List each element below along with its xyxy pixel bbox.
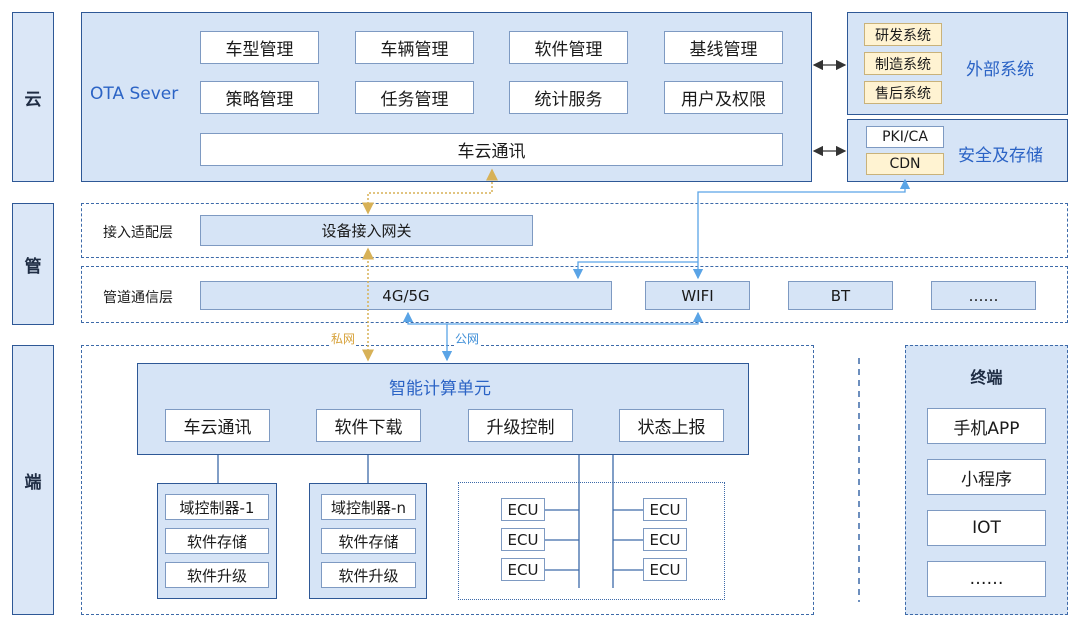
cloud-comm-bar: 车云通讯 xyxy=(200,133,783,166)
layer-label-pipe: 管 xyxy=(12,203,54,325)
channel-4g5g: 4G/5G xyxy=(200,281,612,310)
public-net-line-channels xyxy=(402,311,704,325)
access-layer-label: 接入适配层 xyxy=(103,225,173,241)
layer-label-end: 端 xyxy=(12,345,54,615)
terminal-more: …… xyxy=(927,561,1046,597)
public-net-line-wifi-4g xyxy=(572,261,698,280)
terminal-iot: IOT xyxy=(927,510,1046,546)
module-statistics: 统计服务 xyxy=(509,81,628,114)
external-systems-title: 外部系统 xyxy=(966,60,1034,80)
security-storage-title: 安全及存储 xyxy=(958,146,1043,166)
unit-fn-vehicle-cloud-comm: 车云通讯 xyxy=(165,409,270,442)
ecu-box: ECU xyxy=(501,558,545,581)
module-vehicle-model: 车型管理 xyxy=(200,31,319,64)
module-user-permission: 用户及权限 xyxy=(664,81,783,114)
device-access-gateway: 设备接入网关 xyxy=(200,215,533,246)
terminal-title: 终端 xyxy=(970,368,1003,387)
module-task: 任务管理 xyxy=(355,81,474,114)
channel-bt: BT xyxy=(788,281,893,310)
private-net-line-cloud-gateway xyxy=(362,168,498,215)
computing-unit-title: 智能计算单元 xyxy=(389,379,491,399)
unit-fn-upgrade-control: 升级控制 xyxy=(468,409,573,442)
cdn-box: CDN xyxy=(866,153,944,175)
domain-controller-n-name: 域控制器-n xyxy=(321,494,416,520)
channel-more: …… xyxy=(931,281,1036,310)
comm-layer-label: 管道通信层 xyxy=(103,290,173,306)
domain-controller-1-upgrade: 软件升级 xyxy=(165,562,269,588)
module-strategy: 策略管理 xyxy=(200,81,319,114)
module-software: 软件管理 xyxy=(509,31,628,64)
ecu-box: ECU xyxy=(501,498,545,521)
ecu-box: ECU xyxy=(643,528,687,551)
unit-fn-status-report: 状态上报 xyxy=(619,409,724,442)
terminal-mobile-app: 手机APP xyxy=(927,408,1046,444)
ecu-box: ECU xyxy=(501,528,545,551)
ota-server-label: OTA Sever xyxy=(90,84,179,104)
module-baseline: 基线管理 xyxy=(664,31,783,64)
module-vehicle: 车辆管理 xyxy=(355,31,474,64)
public-net-label: 公网 xyxy=(455,330,480,347)
ecu-box: ECU xyxy=(643,498,687,521)
domain-controller-1-storage: 软件存储 xyxy=(165,528,269,554)
external-rd-system: 研发系统 xyxy=(864,23,942,46)
pki-ca-box: PKI/CA xyxy=(866,126,944,148)
domain-controller-n-storage: 软件存储 xyxy=(321,528,416,554)
external-manufacturing-system: 制造系统 xyxy=(864,52,942,75)
ecu-box: ECU xyxy=(643,558,687,581)
terminal-mini-program: 小程序 xyxy=(927,459,1046,495)
domain-controller-1-name: 域控制器-1 xyxy=(165,494,269,520)
public-net-line-cdn-wifi xyxy=(692,178,911,280)
unit-fn-software-download: 软件下载 xyxy=(316,409,421,442)
private-net-label: 私网 xyxy=(331,330,356,347)
ecu-group xyxy=(458,482,725,600)
domain-controller-n-upgrade: 软件升级 xyxy=(321,562,416,588)
external-aftersales-system: 售后系统 xyxy=(864,81,942,104)
layer-label-cloud: 云 xyxy=(12,12,54,182)
channel-wifi: WIFI xyxy=(645,281,750,310)
